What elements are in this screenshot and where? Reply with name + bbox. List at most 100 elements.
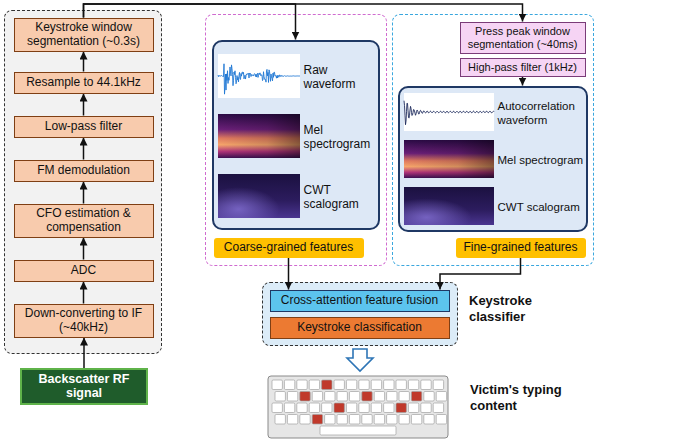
key-cap bbox=[287, 415, 297, 425]
key-cap bbox=[346, 380, 356, 390]
key-cap bbox=[325, 415, 335, 425]
group-heading: Keystroke classifier bbox=[469, 293, 579, 324]
cwt-highlight bbox=[218, 174, 300, 218]
key-cap bbox=[371, 403, 381, 413]
key-cap bbox=[387, 415, 397, 425]
feature-tag: Coarse-grained features bbox=[214, 238, 364, 258]
key-cap bbox=[346, 403, 356, 413]
key-cap bbox=[411, 415, 421, 425]
key-cap bbox=[275, 415, 285, 425]
key-cap bbox=[312, 392, 322, 402]
waveform-ground bbox=[218, 54, 300, 98]
key-cap bbox=[275, 392, 285, 402]
process-box: Low-pass filter bbox=[14, 116, 154, 138]
process-box: FM demodulation bbox=[14, 160, 154, 182]
process-box: Keystroke window segmentation (~0.3s) bbox=[14, 18, 154, 52]
process-box: High-pass filter (1kHz) bbox=[460, 58, 586, 77]
fine-panel: Press peak window segmentation (~40ms) Hi… bbox=[392, 14, 594, 266]
key-cap bbox=[297, 403, 307, 413]
key-cap bbox=[396, 380, 406, 390]
process-box: Press peak window segmentation (~40ms) bbox=[460, 22, 586, 54]
key-cap bbox=[349, 415, 359, 425]
key-cap bbox=[284, 380, 294, 390]
key-cap bbox=[325, 392, 335, 402]
feature-image-box: Autocorrelation waveformMel spectrogramC… bbox=[398, 86, 588, 232]
mel-shade bbox=[218, 114, 300, 158]
image-caption: CWT scalogram bbox=[304, 170, 376, 226]
cwt-scalogram-image bbox=[404, 187, 494, 225]
flow-arrow bbox=[84, 4, 523, 22]
key-cap bbox=[408, 403, 418, 413]
flow-arrow bbox=[83, 282, 85, 304]
autocorrelation-plot bbox=[404, 101, 494, 125]
mel-shade bbox=[404, 140, 494, 178]
keyboard-body bbox=[268, 376, 448, 438]
box-text: Fine-grained features bbox=[463, 241, 577, 255]
key-cap bbox=[374, 392, 384, 402]
coarse-feature-images bbox=[218, 54, 300, 218]
box-text: Coarse-grained features bbox=[224, 241, 353, 255]
key-cap bbox=[322, 403, 332, 413]
flow-arrow bbox=[83, 52, 85, 72]
key-cap bbox=[374, 415, 384, 425]
key-cap bbox=[362, 415, 372, 425]
mel-spectrogram-image bbox=[404, 140, 494, 178]
key-cap bbox=[421, 380, 431, 390]
coarse-panel: Raw waveformMel spectrogramCWT scalogram… bbox=[205, 14, 387, 266]
space-bar bbox=[320, 426, 396, 435]
box-text: Backscatter RF signal bbox=[27, 372, 141, 401]
key-cap bbox=[399, 392, 409, 402]
flow-arrow bbox=[83, 138, 85, 160]
key-cap bbox=[408, 380, 418, 390]
key-cap bbox=[399, 415, 409, 425]
key-cap bbox=[309, 380, 319, 390]
key-cap bbox=[387, 392, 397, 402]
box-text: Low-pass filter bbox=[45, 120, 122, 134]
keyboard-illustration bbox=[268, 376, 448, 438]
signal-source-box: Backscatter RF signal bbox=[20, 368, 148, 405]
key-cap bbox=[436, 415, 446, 425]
preprocessing-panel: Keystroke window segmentation (~0.3s) Res… bbox=[4, 10, 162, 354]
process-box: Resample to 44.1kHz bbox=[14, 72, 154, 94]
key-cap bbox=[309, 403, 319, 413]
box-text: Press peak window segmentation (~40ms) bbox=[466, 25, 580, 50]
box-text: ADC bbox=[71, 264, 96, 278]
image-caption: Mel spectrogram bbox=[304, 110, 376, 166]
key-cap bbox=[337, 415, 347, 425]
key-cap bbox=[284, 403, 294, 413]
flow-arrow bbox=[522, 77, 524, 86]
key-cap bbox=[433, 403, 443, 413]
key-cap bbox=[300, 392, 310, 402]
key-cap bbox=[384, 403, 394, 413]
process-box: Down-converting to IF (~40kHz) bbox=[14, 304, 154, 338]
autocorrelation-ground bbox=[404, 93, 494, 131]
key-cap bbox=[433, 380, 443, 390]
flow-arrow bbox=[83, 238, 85, 260]
box-text: Down-converting to IF (~40kHz) bbox=[20, 307, 148, 335]
key-cap bbox=[396, 403, 406, 413]
image-caption: Raw waveform bbox=[304, 50, 376, 106]
image-caption: Mel spectrogram bbox=[498, 139, 584, 183]
key-cap bbox=[411, 392, 421, 402]
key-cap bbox=[272, 380, 282, 390]
key-cap bbox=[362, 392, 372, 402]
key-cap bbox=[384, 380, 394, 390]
cwt-scalogram-image bbox=[218, 174, 300, 218]
feature-tag: Fine-grained features bbox=[456, 238, 586, 258]
fine-feature-images bbox=[404, 93, 494, 225]
raw-waveform-plot bbox=[218, 64, 300, 94]
key-cap bbox=[272, 403, 282, 413]
fusion-box: Cross-attention feature fusion bbox=[270, 290, 450, 312]
feature-image-box: Raw waveformMel spectrogramCWT scalogram bbox=[212, 40, 380, 230]
flow-arrow bbox=[83, 94, 85, 116]
key-cap bbox=[371, 380, 381, 390]
image-caption: Autocorrelation waveform bbox=[498, 92, 584, 136]
flow-arrow bbox=[83, 338, 85, 369]
key-cap bbox=[359, 403, 369, 413]
flow-arrow bbox=[288, 258, 290, 290]
key-cap bbox=[424, 392, 434, 402]
image-caption: CWT scalogram bbox=[498, 186, 584, 230]
key-cap bbox=[421, 403, 431, 413]
key-cap bbox=[337, 392, 347, 402]
key-cap bbox=[287, 392, 297, 402]
